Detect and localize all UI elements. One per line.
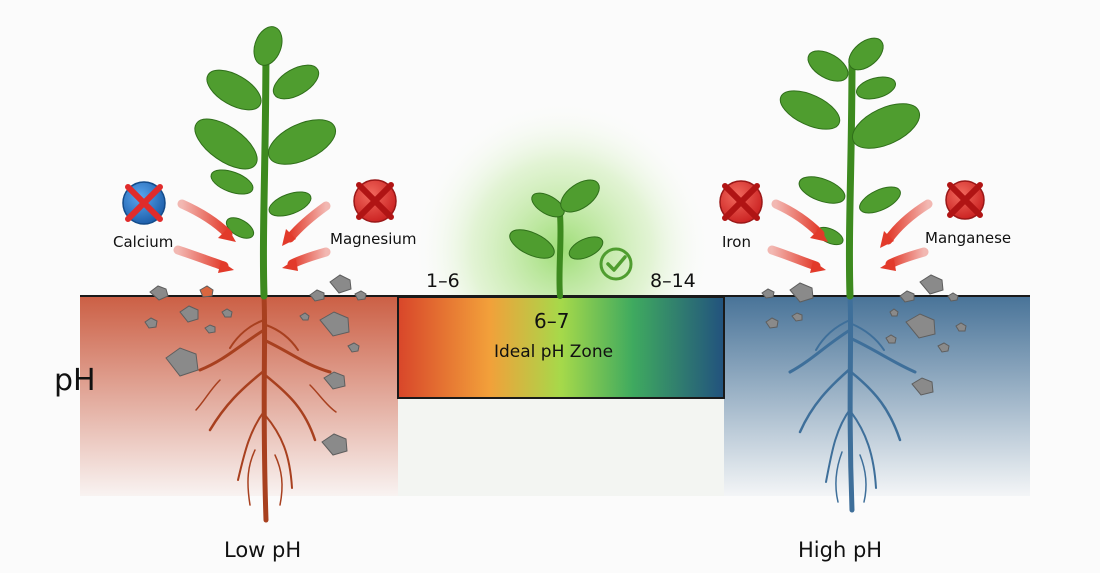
ideal-sprout [509, 179, 604, 299]
low-ph-roots [195, 293, 337, 523]
high-ph-label: High pH [798, 538, 883, 562]
nutrient-label-calcium: Calcium [113, 233, 174, 251]
high-ph-roots [788, 293, 917, 513]
nutrient-label-manganese: Manganese [925, 229, 1012, 247]
arrow-icon [282, 201, 331, 246]
arrow-icon [767, 245, 826, 273]
low-ph-soil [80, 296, 398, 496]
rocks [144, 274, 967, 456]
magnesium-blocked-icon [353, 179, 397, 223]
arrow-icon [771, 199, 828, 242]
nutrient-label-iron: Iron [722, 233, 751, 251]
arrow-icon [177, 199, 236, 242]
low-ph-plant [194, 26, 337, 300]
ideal-zone-box [397, 296, 725, 399]
ph-axis-label: pH [54, 363, 96, 398]
manganese-blocked-icon [945, 180, 985, 220]
arrow-icon [880, 199, 933, 248]
low-ph-label: Low pH [224, 538, 302, 562]
arrow-icon [173, 245, 234, 273]
ideal-zone-value: 6–7 [534, 309, 570, 333]
ideal-zone-label: Ideal pH Zone [494, 342, 614, 362]
check-circle-icon [599, 247, 633, 281]
arrow-icon [282, 247, 331, 271]
nutrient-label-magnesium: Magnesium [330, 230, 417, 248]
arrow-icon [880, 247, 929, 271]
high-range-label: 8–14 [650, 270, 696, 292]
calcium-blocked-icon [122, 181, 166, 225]
center-soil [398, 398, 724, 496]
low-range-label: 1–6 [426, 270, 460, 292]
iron-blocked-icon [719, 180, 763, 224]
